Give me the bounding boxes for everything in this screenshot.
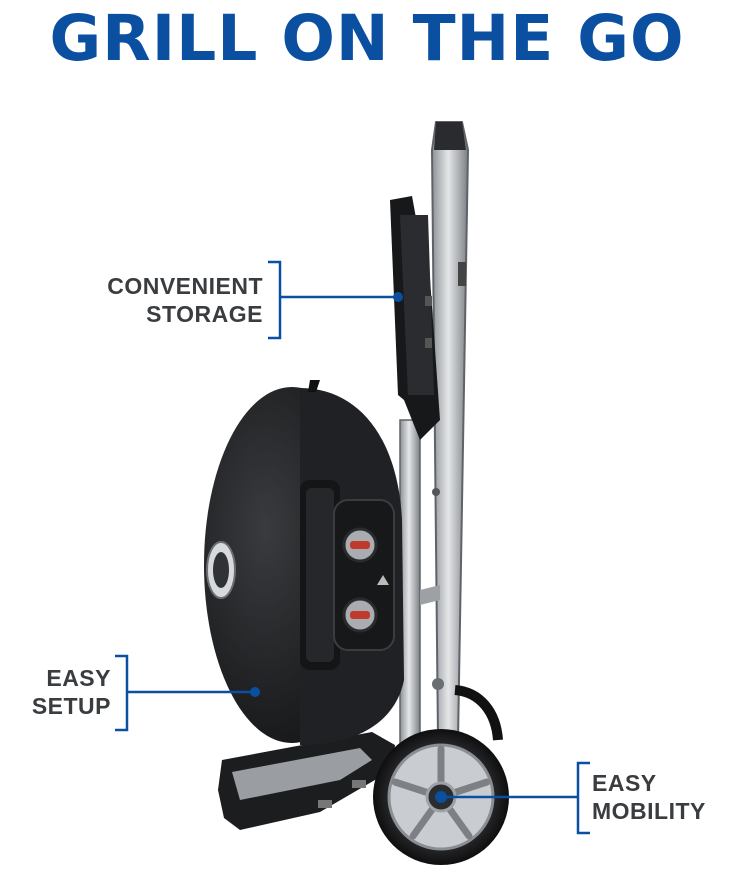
- callout-setup-line2: SETUP: [31, 693, 111, 719]
- grill-body: [204, 380, 404, 745]
- grill-base: [218, 732, 395, 830]
- callout-dot-icon: [393, 292, 403, 302]
- callout-setup-connector: [115, 654, 260, 732]
- callout-storage-line2: STORAGE: [146, 301, 263, 327]
- callout-dot-icon: [250, 687, 260, 697]
- storage-bin: [390, 196, 466, 440]
- callout-storage-connector: [268, 260, 403, 340]
- callout-setup-line1: EASY: [46, 665, 111, 691]
- page-title: GRILL ON THE GO: [49, 2, 685, 75]
- callout-convenient-storage: CONVENIENT STORAGE: [60, 272, 263, 328]
- callout-dot-icon: [435, 791, 447, 803]
- callout-mobility-line2: MOBILITY: [592, 798, 706, 824]
- callout-easy-mobility: EASY MOBILITY: [592, 769, 732, 825]
- callout-mobility-line1: EASY: [592, 770, 657, 796]
- callout-storage-line1: CONVENIENT: [107, 273, 263, 299]
- callout-mobility-connector: [435, 761, 590, 835]
- callout-easy-setup: EASY SETUP: [10, 664, 111, 720]
